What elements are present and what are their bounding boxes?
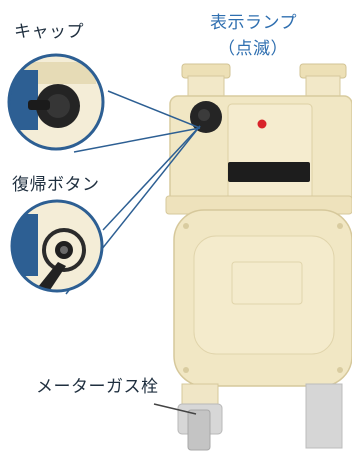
cap-closeup-callout: [7, 53, 105, 151]
valve-leader-line: [153, 403, 197, 415]
outlet-pipe-bottom: [305, 383, 343, 449]
cap-leader-line: [73, 127, 201, 153]
reset-button-closeup-callout: [10, 199, 104, 293]
cap-leader-line: [107, 90, 201, 129]
indicator-lamp: [257, 119, 267, 129]
display-window: [228, 162, 310, 182]
meter-body: [165, 95, 352, 387]
lamp-label: 表示ランプ: [210, 13, 297, 33]
meter-gas-valve-label: メーターガス栓: [36, 377, 159, 397]
cap-label: キャップ: [14, 22, 84, 42]
lamp-label-blinking: （点滅）: [218, 39, 288, 59]
meter-gas-valve: [177, 383, 223, 451]
reset-leader-line: [102, 125, 201, 231]
reset-button-label: 復帰ボタン: [12, 175, 100, 195]
cap-on-meter: [190, 101, 222, 133]
